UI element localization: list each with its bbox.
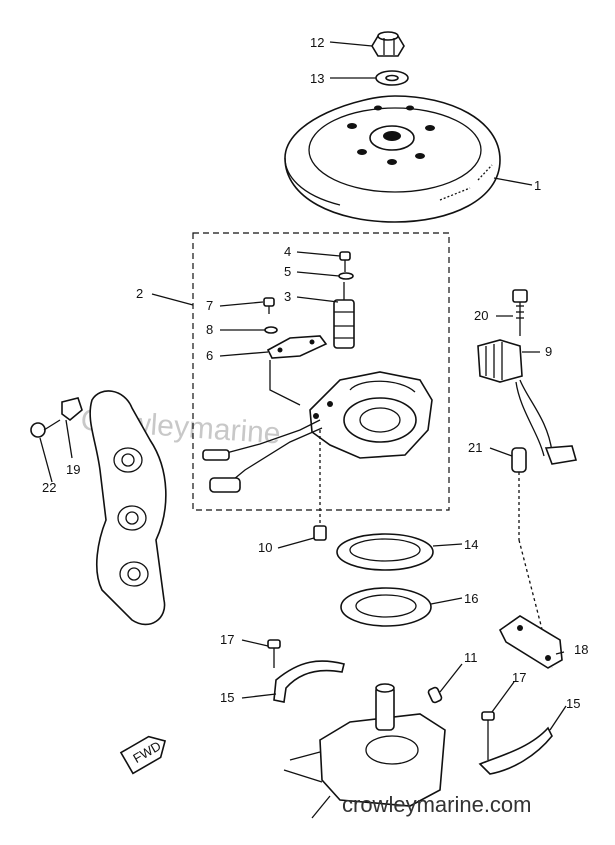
callout-22: 22 (42, 480, 56, 495)
part-12-flywheel-nut (371, 31, 405, 57)
part-22-screw (30, 419, 61, 438)
stator-assembly (202, 360, 433, 493)
callout-1: 1 (534, 178, 541, 193)
part-7-screw (263, 297, 275, 314)
part-14-ring (336, 533, 434, 571)
part-21-clip (61, 397, 83, 422)
callout-17-left: 17 (220, 632, 234, 647)
part-11-pin (427, 686, 443, 704)
callout-18: 18 (574, 642, 588, 657)
callout-19: 20 (474, 308, 488, 323)
left-housing (89, 390, 167, 626)
part-17-screw-left (267, 639, 281, 668)
callout-14: 14 (464, 537, 478, 552)
part-1-flywheel (284, 95, 501, 223)
part-17-screw-right (481, 711, 495, 760)
callout-2: 2 (136, 286, 143, 301)
fwd-arrow: FWD (119, 735, 167, 775)
callout-21: 19 (66, 462, 80, 477)
part-10-bolt (313, 430, 327, 541)
part-5-washer (338, 272, 354, 280)
part-18-bracket (498, 615, 563, 669)
callout-17-right: 17 (512, 670, 526, 685)
callouts: 12 13 1 2 4 5 3 7 8 6 20 9 21 10 14 16 1… (42, 35, 588, 711)
callout-16: 16 (464, 591, 478, 606)
callout-15-right: 15 (566, 696, 580, 711)
assembly-2-outline (192, 232, 450, 511)
part-6-plate (266, 335, 328, 359)
callout-15-left: 15 (220, 690, 234, 705)
part-4-screw (339, 251, 351, 272)
callout-10: 10 (258, 540, 272, 555)
crankcase (283, 683, 446, 819)
site-watermark: crowleymarine.com (342, 792, 532, 817)
part-8-washer (264, 326, 278, 334)
callout-4: 4 (284, 244, 291, 259)
part-15-clamp-left (273, 660, 345, 703)
part-16-ring (340, 587, 432, 627)
part-3-pulser-coil (333, 282, 355, 349)
callout-12: 12 (310, 35, 324, 50)
part-19-bolt (512, 289, 528, 336)
callout-8: 8 (206, 322, 213, 337)
callout-5: 5 (284, 264, 291, 279)
callout-20: 21 (468, 440, 482, 455)
part-15-clamp-right (478, 726, 553, 775)
callout-13: 13 (310, 71, 324, 86)
callout-3: 3 (284, 289, 291, 304)
part-9-cdi-unit (477, 339, 578, 465)
callout-9: 9 (545, 344, 552, 359)
part-13-washer (375, 70, 409, 86)
callout-7: 7 (206, 298, 213, 313)
callout-11: 11 (464, 650, 478, 665)
callout-6: 6 (206, 348, 213, 363)
leader-lines (39, 41, 567, 731)
